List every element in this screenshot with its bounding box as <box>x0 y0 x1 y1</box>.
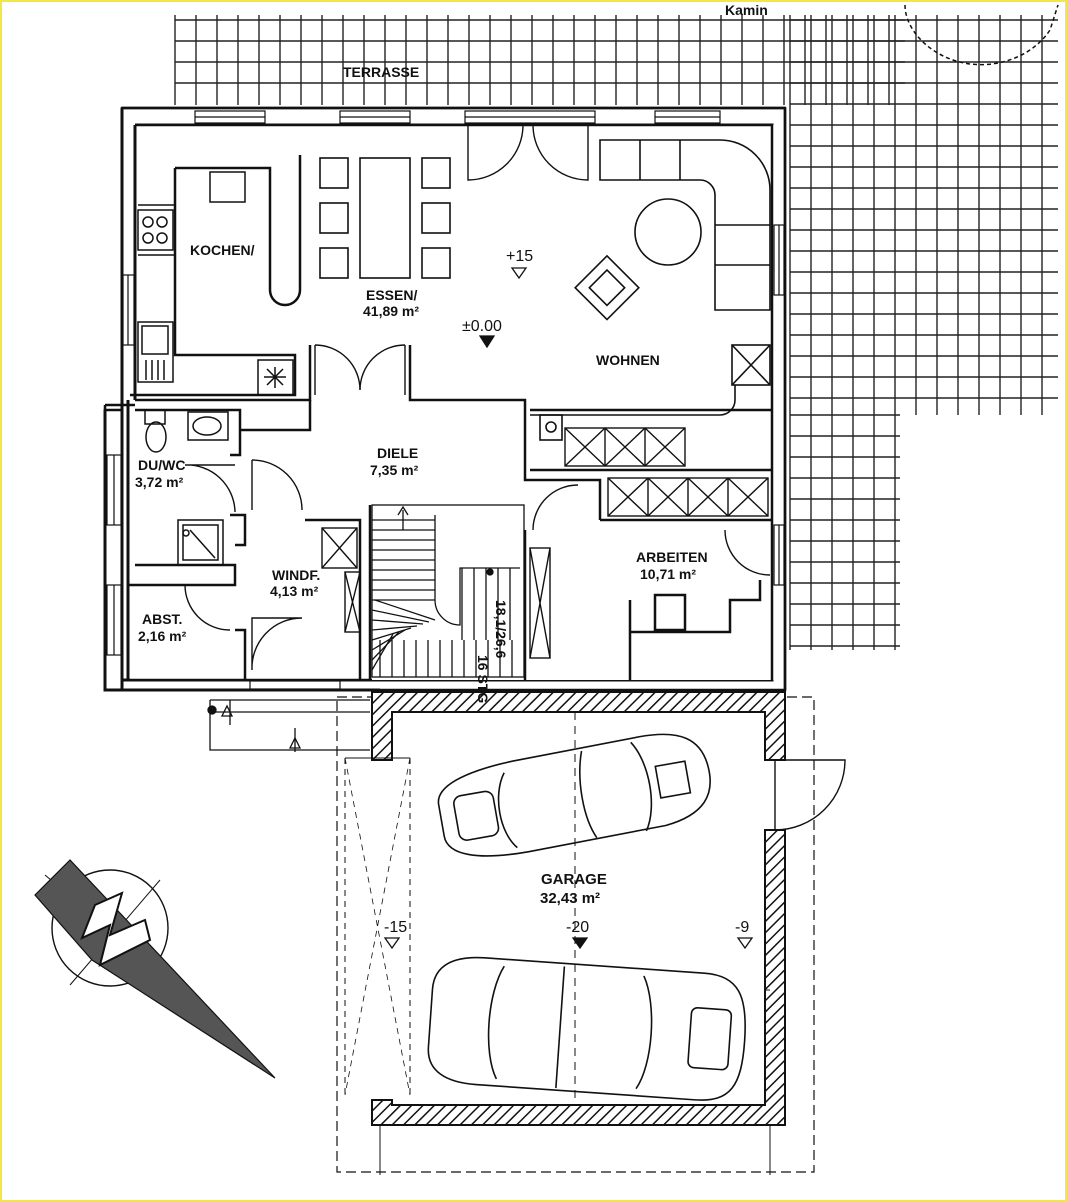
stair-tread <box>371 609 430 623</box>
kitchen-name: KOCHEN/ <box>190 242 255 258</box>
hall-name: DIELE <box>377 445 418 461</box>
stair-tread <box>371 625 418 631</box>
level-garage-right: -9 <box>735 919 749 936</box>
stair-tread <box>371 504 525 678</box>
stair-tread <box>434 515 520 626</box>
stair-tread <box>397 505 409 516</box>
car-icon <box>427 956 746 1101</box>
garage-name: GARAGE <box>541 871 607 888</box>
car-icon <box>437 733 711 857</box>
study-name: ARBEITEN <box>636 549 708 565</box>
stair-tread <box>371 633 394 671</box>
doors <box>184 124 846 831</box>
storage-name: ABST. <box>142 611 182 627</box>
terrace-label: TERRASSE <box>343 64 419 80</box>
level-markers <box>383 267 754 950</box>
wc-area: 3,72 m² <box>135 474 184 490</box>
entrance-step <box>207 699 370 752</box>
windfang-name: WINDF. <box>272 567 320 583</box>
living-name: WOHNEN <box>596 352 660 368</box>
staircase <box>371 504 525 678</box>
house-walls <box>103 106 787 692</box>
stair-rise: 18,1/26,6 <box>493 600 509 659</box>
stair-tread <box>374 599 436 621</box>
wc-name: DU/WC <box>138 457 185 473</box>
study-area: 10,71 m² <box>640 566 696 582</box>
north-arrow-icon <box>34 859 276 1079</box>
level-living: +15 <box>506 248 533 265</box>
shrub <box>904 4 1059 66</box>
dining-area: 41,89 m² <box>363 303 419 319</box>
kitchen-fixtures <box>137 171 294 396</box>
hall-area: 7,35 m² <box>370 462 419 478</box>
level-garage-mid: -20 <box>566 919 589 936</box>
cabinets <box>321 427 769 659</box>
level-garage-left: -15 <box>384 919 407 936</box>
fireplace-label: Kamin <box>725 2 768 18</box>
dining-table <box>319 157 451 279</box>
storage-area: 2,16 m² <box>138 628 187 644</box>
bathroom-fixtures <box>144 409 229 566</box>
stair-tread <box>486 568 494 576</box>
garage-area: 32,43 m² <box>540 890 600 907</box>
windows <box>106 110 785 690</box>
level-zero: ±0.00 <box>462 318 502 335</box>
garage <box>336 691 815 1175</box>
stair-tread <box>371 629 406 651</box>
outer-wall-lines <box>103 106 787 692</box>
windfang-area: 4,13 m² <box>270 583 319 599</box>
dining-name: ESSEN/ <box>366 287 417 303</box>
living-furniture <box>530 139 771 441</box>
terrace-paving <box>174 15 1058 650</box>
stair-tread <box>371 619 424 625</box>
stair-steps: 16 STG <box>475 655 491 703</box>
